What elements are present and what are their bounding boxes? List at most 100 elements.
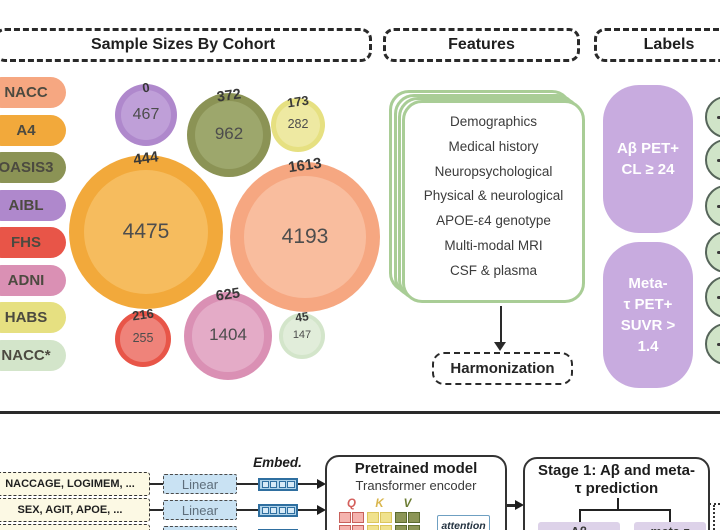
bubble-sample-count-a4: 4475 xyxy=(122,219,170,243)
feature-item-physical-neurological: Physical & neurological xyxy=(423,188,564,204)
pipeline-connector-b-2 xyxy=(237,509,258,511)
bubble-sample-count-fhs: 255 xyxy=(132,331,154,346)
panel-header-sample-sizes: Sample Sizes By Cohort xyxy=(0,28,372,62)
transformer-encoder-subtitle: Transformer encoder xyxy=(355,478,477,493)
qkv-grid-cell xyxy=(380,524,392,530)
pipeline-input-box-3: T2*, FLAIR EMBEDDINGS xyxy=(0,523,150,530)
cohort-bubble-inner-fhs xyxy=(120,316,166,362)
embed-cell xyxy=(270,481,278,488)
qkv-grid-cell xyxy=(367,524,379,530)
attention-box: attention xyxy=(437,515,490,530)
label-box-1-line-2: CL ≥ 24 xyxy=(621,161,675,178)
cohort-bubble-inner-adni xyxy=(192,300,264,372)
pipeline-connector-a-2 xyxy=(150,509,163,511)
label-marker-glyph-1 xyxy=(717,115,720,119)
embed-cell xyxy=(278,507,286,514)
cohort-pill-nacc: NACC* xyxy=(0,339,66,371)
stage1-bracket-bar xyxy=(579,509,671,511)
panel-header-labels-label: Labels xyxy=(643,36,695,53)
feature-item-demographics: Demographics xyxy=(449,114,538,129)
label-marker-glyph-2 xyxy=(717,158,720,162)
embed-cell xyxy=(278,481,286,488)
cohort-bubble-inner-oasis3 xyxy=(194,100,263,169)
attention-label: attention xyxy=(441,520,486,530)
pipeline-embed-strip-2 xyxy=(258,503,298,517)
cohort-bubble-inner-aibl xyxy=(120,89,172,141)
label-box-1-line-1: Aβ PET+ xyxy=(616,140,680,157)
panel-header-labels: Labels xyxy=(594,28,720,62)
features-arrow-head xyxy=(494,342,506,351)
qkv-label-q: Q xyxy=(347,498,356,510)
cohort-pill-aibl: AIBL xyxy=(0,189,66,221)
label-marker-glyph-4 xyxy=(717,250,720,254)
pipeline-input-box-1: NACCAGE, LOGIMEM, ... xyxy=(0,472,150,496)
cohort-pill-a4: A4 xyxy=(0,114,66,146)
bubble-sample-count-aibl: 467 xyxy=(132,106,160,124)
panel-header-sample-sizes-label: Sample Sizes By Cohort xyxy=(90,36,276,53)
label-marker-glyph-5 xyxy=(717,295,720,299)
embed-cell xyxy=(261,507,269,514)
stage-arrow-head xyxy=(515,500,524,510)
stage1-output-meta: meta-τ xyxy=(634,522,706,530)
feature-item-apoe-4-genotype: APOE-ε4 genotype xyxy=(436,213,551,229)
feature-item-medical-history: Medical history xyxy=(448,138,539,154)
embed-label: Embed. xyxy=(253,455,302,470)
feature-item-multi-modal-mri: Multi-modal MRI xyxy=(444,237,543,253)
stage1-bracket-drop-right xyxy=(669,509,671,522)
qkv-label-k: K xyxy=(375,498,384,510)
bubble-sample-count-adni: 1404 xyxy=(209,325,247,345)
qkv-grid-cell xyxy=(367,512,379,524)
features-arrow-line xyxy=(499,306,502,343)
stage1-title-line2: τ prediction xyxy=(574,480,659,497)
cohort-bubble-inner-nacc xyxy=(244,176,366,298)
qkv-grid-cell xyxy=(352,524,364,530)
panel-header-features: Features xyxy=(383,28,580,62)
qkv-grid-cell xyxy=(395,512,407,524)
pipeline-connector-b-1 xyxy=(237,483,258,485)
bubble-sample-count-nacc: 147 xyxy=(292,329,312,342)
qkv-grid-cell xyxy=(339,524,351,530)
panel-header-features-label: Features xyxy=(448,36,515,53)
pipeline-embed-strip-1 xyxy=(258,477,298,491)
pipeline-arrow-head-1 xyxy=(317,479,326,489)
cohort-pill-habs: HABS xyxy=(0,302,66,333)
bubble-sample-count-oasis3: 962 xyxy=(214,124,244,144)
cohort-pill-adni: ADNI xyxy=(0,264,66,296)
cohort-pill-nacc: NACC xyxy=(0,77,66,108)
pretrained-model-title: Pretrained model xyxy=(354,460,478,477)
pipeline-connector-c-1 xyxy=(298,483,318,485)
stage1-dotted-connector-v xyxy=(713,505,715,530)
qkv-grid-cell xyxy=(395,524,407,530)
qkv-grid-k xyxy=(367,512,392,530)
qkv-grid-cell xyxy=(408,512,420,524)
cohort-bubble-inner-a4 xyxy=(83,169,209,295)
cohort-bubble-inner-nacc xyxy=(283,317,321,355)
feature-item-csf-plasma: CSF & plasma xyxy=(449,262,538,278)
pipeline-connector-a-1 xyxy=(150,483,163,485)
section-divider xyxy=(0,411,720,414)
stage1-output-a: Aβ xyxy=(538,522,620,530)
stage1-title-line1: Stage 1: Aβ and meta- xyxy=(538,462,695,479)
label-box-2-line-1: Meta- xyxy=(628,275,668,292)
pipeline-encoder-box-3: CNN xyxy=(163,525,237,530)
feature-item-neuropsychological: Neuropsychological xyxy=(434,163,553,179)
stage1-bracket-drop-left xyxy=(579,509,581,522)
qkv-grid-q xyxy=(339,512,364,530)
label-box-2: Meta-τ PET+SUVR >1.4 xyxy=(603,242,693,388)
pipeline-connector-c-2 xyxy=(298,509,318,511)
pipeline-arrow-head-2 xyxy=(317,505,326,515)
stage1-box xyxy=(523,457,710,530)
cohort-pill-fhs: FHS xyxy=(0,227,66,258)
stage1-dotted-connector-h xyxy=(709,503,720,505)
embed-cell xyxy=(270,507,278,514)
label-box-1: Aβ PET+ CL ≥ 24 xyxy=(603,85,693,233)
label-box-2-line-3: SUVR > xyxy=(620,317,676,334)
qkv-grid-cell xyxy=(408,524,420,530)
embed-cell xyxy=(287,481,295,488)
embed-cell xyxy=(287,507,295,514)
qkv-grid-v xyxy=(395,512,420,530)
qkv-label-v: V xyxy=(403,498,412,510)
stage1-bracket-stem xyxy=(616,498,619,510)
